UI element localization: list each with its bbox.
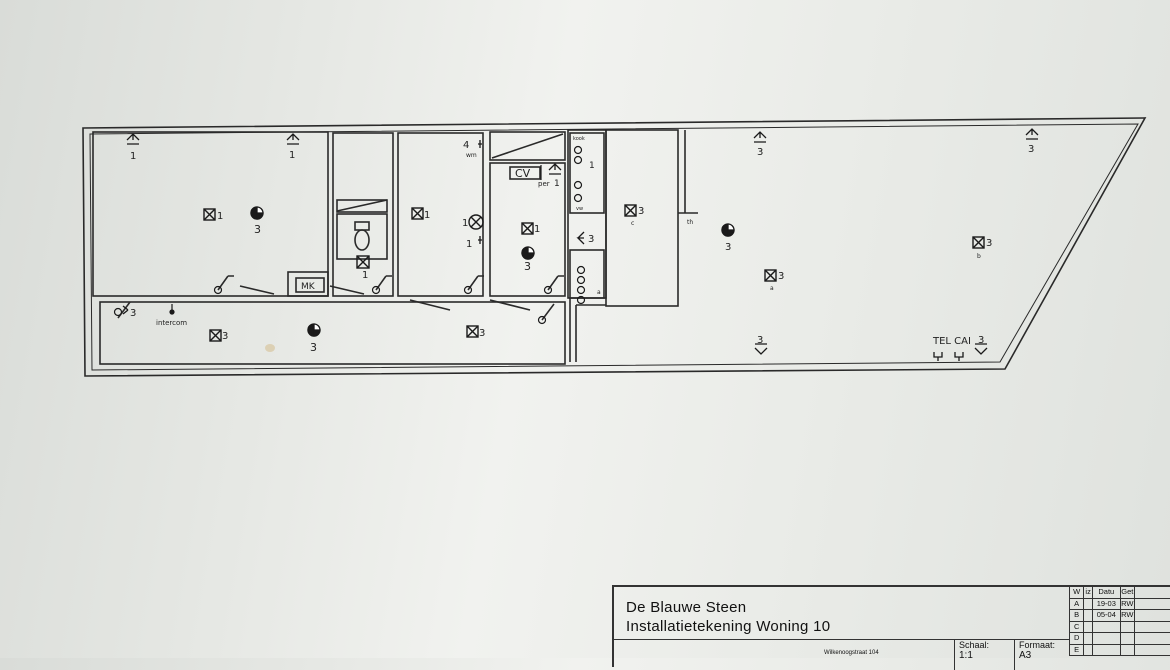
- socket-symbol: [721, 223, 735, 237]
- revision-row: D: [1070, 633, 1170, 645]
- lamp-symbol: [972, 236, 985, 249]
- revision-row: B 05-04 RW: [1070, 610, 1170, 622]
- revision-table: W iz Datu Get A 19-03 RW B 05-04 RW C D …: [1069, 587, 1170, 656]
- title-block-footer: Wilkenoogstraat 104 Schaal: 1:1 Formaat:…: [614, 639, 1069, 670]
- group-label: 4: [463, 140, 469, 151]
- per-label: per: [538, 180, 550, 188]
- wall-socket-symbol: [754, 343, 768, 355]
- socket-symbol: [307, 323, 321, 337]
- lamp-symbol: [356, 255, 370, 269]
- room-kitchen: [397, 132, 484, 297]
- cai-outlet-symbol: [954, 352, 964, 361]
- room-hall: [332, 132, 394, 297]
- drawing-title: Installatietekening Woning 10: [626, 618, 831, 635]
- wall-socket-symbol: [286, 133, 300, 145]
- group-label: 1: [466, 239, 472, 250]
- c-label: c: [631, 220, 634, 227]
- revision-row: C: [1070, 621, 1170, 633]
- group-label: 3: [588, 234, 594, 245]
- group-label: 3: [1028, 144, 1034, 155]
- vw-label: vw: [576, 206, 583, 212]
- group-label: 3: [130, 308, 136, 319]
- lamp-symbol: [624, 204, 637, 217]
- scale-value: 1:1: [959, 650, 973, 661]
- installation-shaft: [567, 129, 607, 299]
- group-label: 3: [725, 242, 731, 253]
- outer-wall-inner: [89, 123, 1139, 371]
- wall-socket-symbol: [974, 343, 988, 355]
- room-bath: [605, 129, 679, 307]
- title-block: De Blauwe Steen Installatietekening Woni…: [612, 585, 1170, 670]
- room-bedroom-small: [489, 162, 566, 297]
- room-living: [92, 131, 329, 297]
- group-label: 3: [757, 147, 763, 158]
- group-label: 3: [757, 335, 763, 346]
- socket-symbol: [250, 206, 264, 220]
- group-label: 3: [524, 260, 531, 273]
- revision-header-row: W iz Datu Get: [1070, 587, 1170, 599]
- a-label: a: [770, 285, 774, 292]
- address: Wilkenoogstraat 104: [824, 650, 879, 656]
- group-label: 3: [778, 271, 784, 282]
- lamp-symbol: [521, 222, 534, 235]
- revision-row: A 19-03 RW: [1070, 598, 1170, 610]
- extractor-fan-symbol: [468, 214, 484, 230]
- mk-label: MK: [301, 282, 316, 292]
- format-value: A3: [1019, 650, 1032, 661]
- wm-label: wm: [466, 152, 477, 159]
- wall-socket-symbol: [753, 131, 767, 143]
- revision-row: E: [1070, 644, 1170, 656]
- tel-outlet-symbol: [933, 352, 943, 361]
- socket-symbol: [521, 246, 535, 260]
- company-name: De Blauwe Steen: [626, 599, 747, 616]
- a-label: a: [597, 289, 601, 296]
- group-label: 1: [289, 150, 295, 161]
- intercom-label: intercom: [156, 319, 187, 327]
- lamp-symbol: [466, 325, 479, 338]
- telcai-label: TEL CAI: [932, 336, 971, 347]
- group-label: 3: [638, 206, 644, 217]
- wall-socket-symbol: [126, 133, 140, 145]
- lamp-symbol: [209, 329, 222, 342]
- group-label: 1: [424, 210, 430, 221]
- hallway: [99, 301, 566, 365]
- group-label: 3: [479, 328, 485, 339]
- group-label: 3: [254, 223, 261, 236]
- group-label: 3: [310, 341, 317, 354]
- outer-wall: [82, 117, 1147, 377]
- group-label: 1: [554, 179, 560, 189]
- group-label: 1: [217, 211, 223, 222]
- group-label: 1: [362, 270, 368, 281]
- lamp-symbol: [764, 269, 777, 282]
- group-label: 1: [130, 151, 136, 162]
- title-block-main: De Blauwe Steen Installatietekening Woni…: [614, 587, 1069, 639]
- wall-socket-symbol: [548, 163, 562, 175]
- group-label: 1: [534, 224, 540, 235]
- lamp-symbol: [411, 207, 424, 220]
- group-label: 3: [978, 335, 984, 346]
- th-label: th: [687, 219, 693, 226]
- group-label: 1: [462, 218, 468, 229]
- room-storage: [489, 131, 566, 161]
- scale-label: Schaal:: [959, 640, 990, 650]
- b-label: b: [977, 253, 981, 260]
- kook-label: kook: [573, 136, 585, 142]
- wall-socket-symbol: [1025, 128, 1039, 140]
- format-label: Formaat:: [1019, 640, 1056, 650]
- cv-label: CV: [515, 167, 531, 180]
- lamp-symbol: [203, 208, 216, 221]
- group-label: 3: [222, 331, 228, 342]
- group-label: 3: [986, 238, 992, 249]
- group-label: 1: [589, 161, 595, 171]
